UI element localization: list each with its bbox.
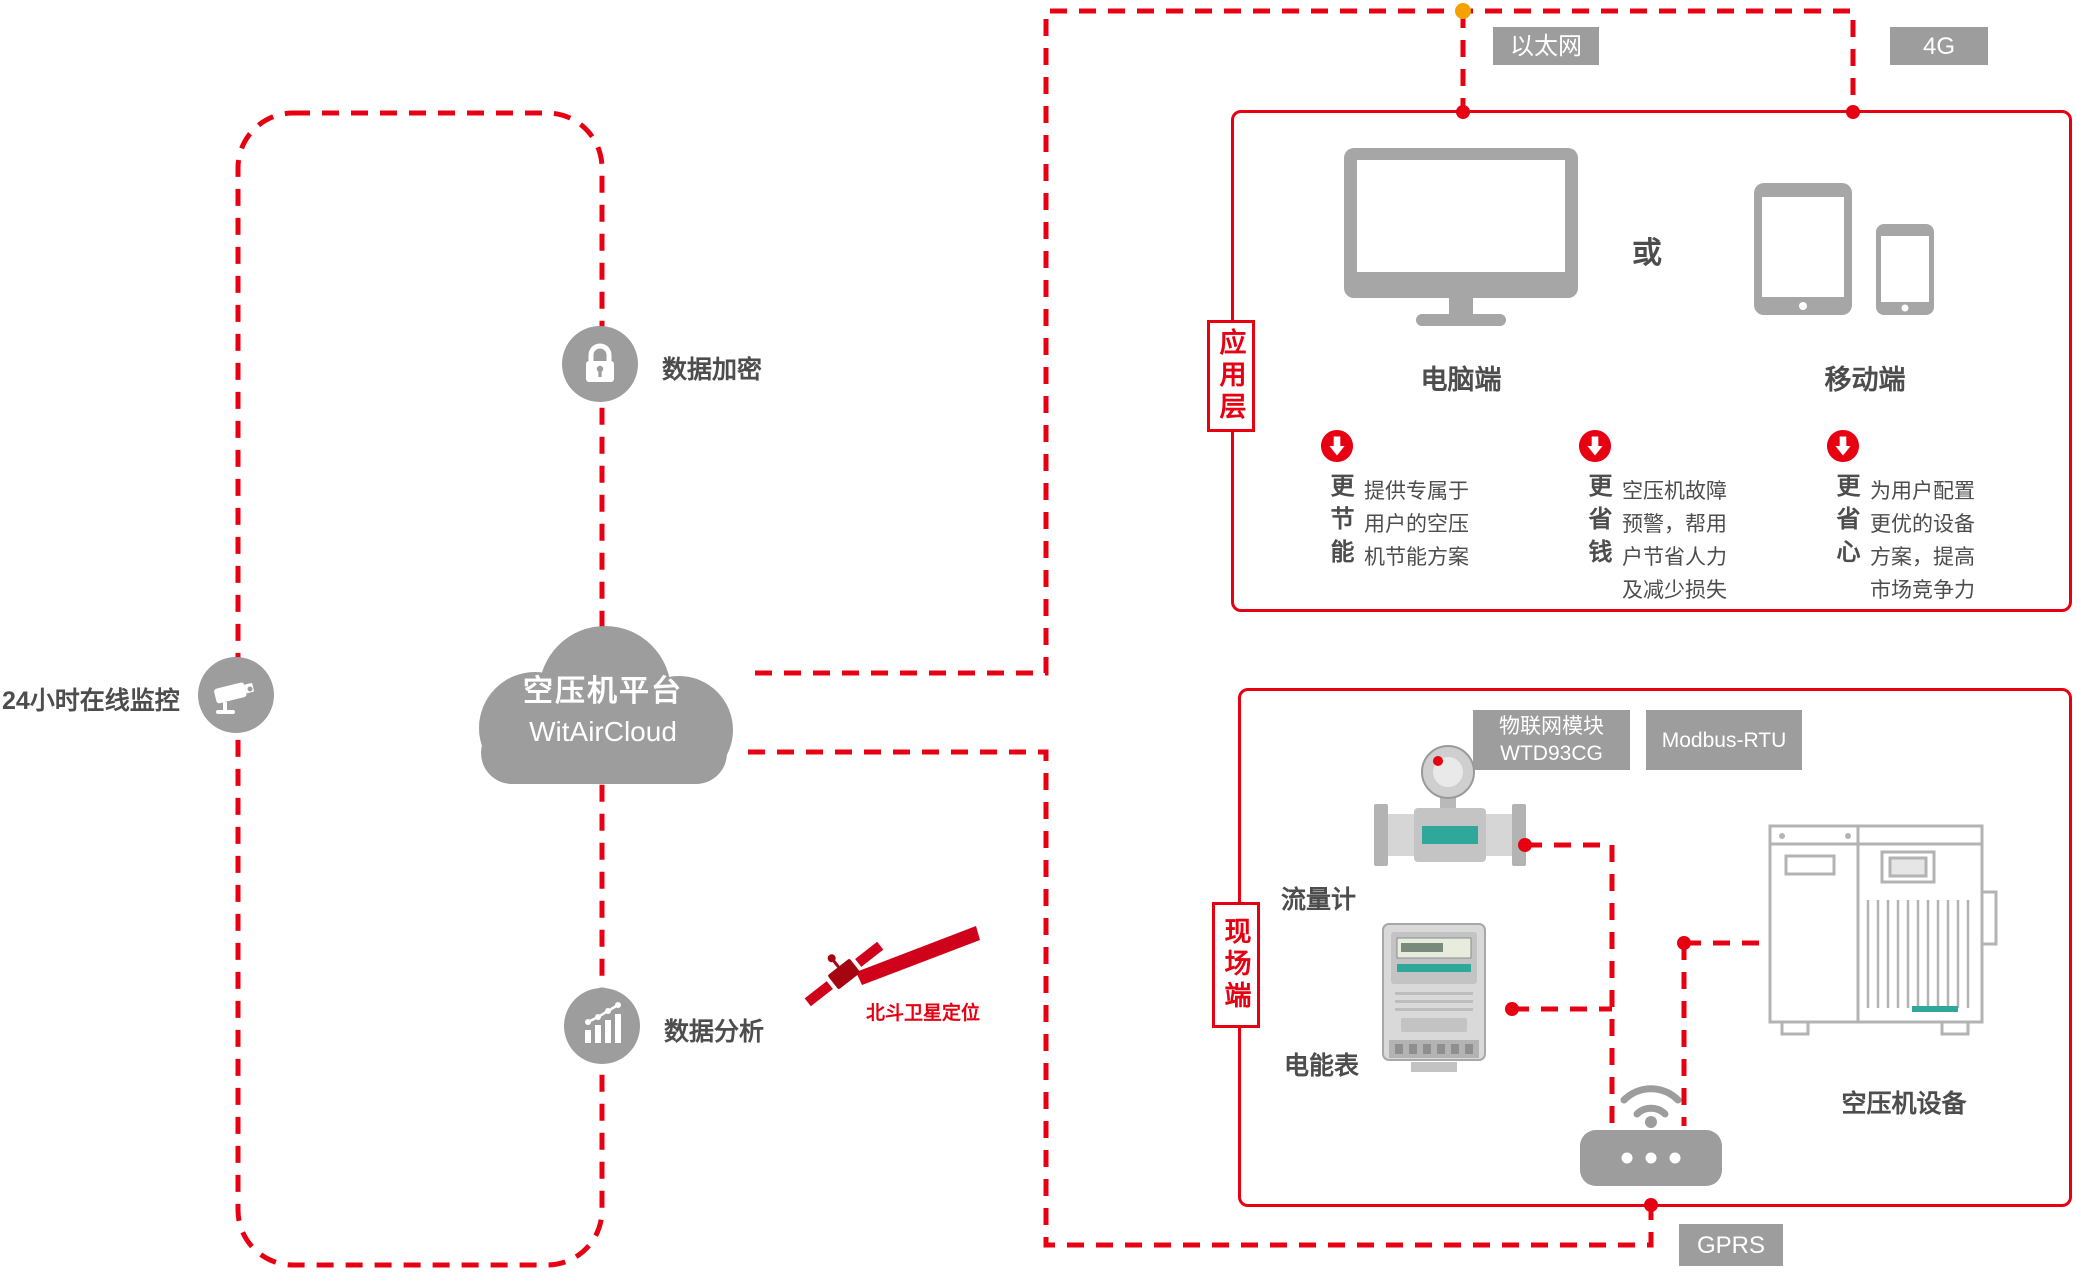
compressor-label: 空压机设备 <box>1841 1090 1967 1118</box>
pc-monitor-icon <box>1344 148 1578 334</box>
gprs-tag: GPRS <box>1679 1224 1783 1266</box>
benefit-desc: 提供专属于 用户的空压 机节能方案 <box>1364 480 1469 569</box>
down-arrow-icon <box>1826 429 1860 463</box>
4g-label: 4G <box>1922 32 1955 60</box>
satellite-label: 北斗卫星定位 <box>866 1003 981 1024</box>
tablet-icon <box>1754 183 1852 315</box>
cloud-platform: 空压机平台 WitAirCloud <box>447 610 759 806</box>
chart-icon <box>564 988 640 1064</box>
down-arrow-icon <box>1578 429 1612 463</box>
ethernet-tag: 以太网 <box>1493 27 1599 65</box>
flow-meter-label: 流量计 <box>1281 886 1357 914</box>
ethernet-label: 以太网 <box>1510 32 1582 60</box>
monitoring-label: 24小时在线监控 <box>2 687 180 715</box>
down-arrow-icon <box>1320 429 1354 463</box>
benefit-item: 更节能 提供专属于 用户的空压 机节能方案 <box>1320 429 1520 614</box>
modbus-tag: Modbus-RTU <box>1646 710 1802 770</box>
app-layer-label: 应用层 <box>1207 320 1255 432</box>
benefit-desc: 为用户配置 更优的设备 方案，提高 市场竞争力 <box>1870 480 1975 602</box>
router-icon <box>1580 1058 1722 1192</box>
benefit-desc: 空压机故障 预警，帮用 户节省人力 及减少损失 <box>1622 480 1727 602</box>
field-layer-label: 现场端 <box>1212 902 1260 1028</box>
compressor-icon <box>1762 808 2004 1046</box>
energy-meter-label: 电能表 <box>1284 1052 1360 1080</box>
modbus-label: Modbus-RTU <box>1661 728 1787 752</box>
encryption-label: 数据加密 <box>662 356 763 384</box>
or-text: 或 <box>1632 237 1662 270</box>
cloud-subtitle: WitAirCloud <box>529 716 677 747</box>
mobile-label: 移动端 <box>1824 365 1906 395</box>
gprs-label: GPRS <box>1696 1231 1765 1259</box>
benefit-title: 更节能 <box>1326 473 1353 572</box>
benefit-item: 更省钱 空压机故障 预警，帮用 户节省人力 及减少损失 <box>1578 429 1778 614</box>
analysis-label: 数据分析 <box>664 1018 765 1046</box>
benefit-title: 更省心 <box>1832 473 1859 572</box>
energy-meter-icon <box>1381 922 1487 1074</box>
benefit-item: 更省心 为用户配置 更优的设备 方案，提高 市场竞争力 <box>1826 429 2026 614</box>
4g-tag: 4G <box>1890 27 1988 65</box>
cloud-title: 空压机平台 <box>523 675 683 708</box>
pc-label: 电脑端 <box>1420 365 1502 395</box>
flow-meter-icon <box>1372 742 1528 878</box>
phone-icon <box>1876 224 1934 315</box>
lock-icon <box>562 326 638 402</box>
benefit-title: 更省钱 <box>1584 473 1611 572</box>
camera-icon <box>198 657 274 733</box>
